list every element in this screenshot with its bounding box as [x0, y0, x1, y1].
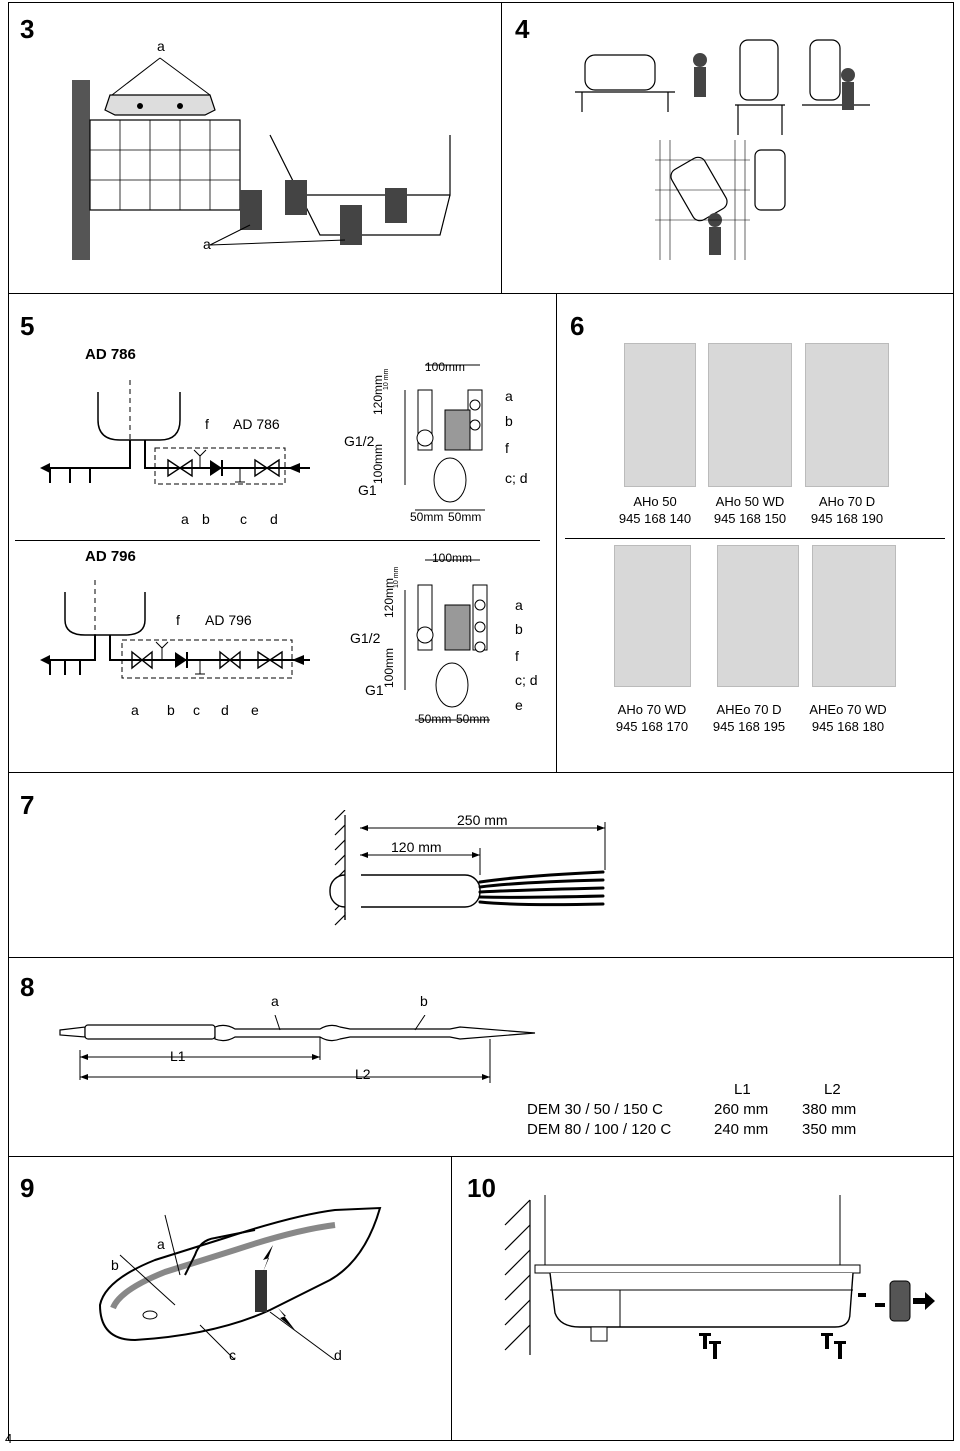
ad786-valve-drawing: [404, 364, 485, 511]
ad786-part-f: f: [505, 440, 509, 456]
panel-3-label-a-bottom: a: [203, 236, 211, 252]
panel-10: [451, 1156, 954, 1441]
panel-9-number: 9: [20, 1173, 35, 1203]
panel-6-number: 6: [570, 311, 585, 341]
ad796-inner-title: AD 796: [205, 612, 252, 628]
faucet-photo-4: [614, 545, 691, 687]
ad786-letter-b: b: [202, 511, 210, 527]
faucet-photo-6: [812, 545, 896, 687]
table-row-1-model: DEM 30 / 50 / 150 C: [527, 1101, 663, 1118]
ad796-dim-10: 10 mm: [393, 566, 400, 588]
ad786-dim-10: 10 mm: [383, 368, 390, 390]
ad786-dim-50-left: 50mm: [410, 510, 444, 524]
faucet-photo-2: [708, 343, 792, 487]
ad796-thread-g1: G1: [365, 682, 384, 698]
flange-label-d: d: [334, 1347, 342, 1363]
faucet-photo-5: [717, 545, 799, 687]
ad786-part-a: a: [505, 388, 513, 404]
cable-dim-120: 120 mm: [391, 839, 442, 855]
ad796-dim-50-left: 50mm: [418, 712, 452, 726]
bracket-mounting-drawing: [72, 57, 451, 260]
ad796-letter-f: f: [176, 612, 180, 628]
table-row-2-l2: 350 mm: [802, 1121, 857, 1138]
ad786-dim-50-right: 50mm: [448, 510, 482, 524]
heating-element-drawing: [59, 1015, 536, 1083]
panel-3-label-a-top: a: [157, 38, 165, 54]
flange-label-c: c: [229, 1347, 236, 1363]
ad796-part-f: f: [515, 648, 519, 664]
element-length-table: L1 L2 DEM 30 / 50 / 150 C 260 mm 380 mm …: [520, 1080, 880, 1140]
ad796-part-cd: c; d: [515, 672, 538, 688]
ad796-schematic: [40, 580, 310, 679]
ad786-schematic: [40, 380, 310, 485]
ad796-letter-a: a: [131, 702, 139, 718]
faucet-photo-1: [624, 343, 696, 487]
ad786-dim-100-side: 100mm: [371, 443, 385, 484]
table-row-2-model: DEM 80 / 100 / 120 C: [527, 1121, 672, 1138]
ad786-title: AD 786: [85, 346, 136, 363]
ad796-part-b: b: [515, 621, 523, 637]
table-header-l1: L1: [734, 1081, 751, 1098]
ad786-letter-f: f: [205, 416, 209, 432]
panel-4-number: 4: [515, 14, 530, 44]
panel-7-number: 7: [20, 790, 35, 820]
table-row-2-l1: 240 mm: [714, 1121, 769, 1138]
ad796-letter-c: c: [193, 702, 200, 718]
ad796-letter-b: b: [167, 702, 175, 718]
cable-strip-drawing: [329, 810, 606, 926]
cable-dim-250: 250 mm: [457, 812, 508, 828]
ad796-dim-100-side: 100mm: [382, 647, 396, 688]
page-number: 4: [5, 1431, 13, 1446]
element-dim-l1: L1: [170, 1048, 186, 1064]
ad796-title: AD 796: [85, 548, 136, 565]
ad796-letter-d: d: [221, 702, 229, 718]
ad796-dim-50-right: 50mm: [456, 712, 490, 726]
table-row-1-l2: 380 mm: [802, 1101, 857, 1118]
table-header-l2: L2: [824, 1081, 841, 1098]
ad796-part-a: a: [515, 597, 523, 613]
ad786-part-b: b: [505, 413, 513, 429]
panel-6-divider: [565, 538, 945, 539]
element-dim-l2: L2: [355, 1066, 371, 1082]
panel-8-number: 8: [20, 972, 35, 1002]
flange-label-a: a: [157, 1236, 165, 1252]
panel-10-number: 10: [467, 1173, 496, 1203]
ad786-thread-g1: G1: [358, 482, 377, 498]
ad796-valve-drawing: [404, 559, 490, 721]
element-label-b: b: [420, 993, 428, 1009]
panel-3-number: 3: [20, 14, 35, 44]
heater-bottom-drawing: [504, 1195, 935, 1359]
panel-5-divider: [15, 540, 540, 541]
element-label-a: a: [271, 993, 279, 1009]
ad786-part-cd: c; d: [505, 470, 528, 486]
ad786-letter-d: d: [270, 511, 278, 527]
ad796-thread-g12: G1/2: [350, 630, 381, 646]
ad786-inner-title: AD 786: [233, 416, 280, 432]
table-row-1-l1: 260 mm: [714, 1101, 769, 1118]
ad796-part-e: e: [515, 697, 523, 713]
heater-installation-drawing: [575, 39, 870, 260]
flange-label-b: b: [111, 1257, 119, 1273]
ad786-letter-c: c: [240, 511, 247, 527]
faucet-photo-3: [805, 343, 889, 487]
ad786-letter-a: a: [181, 511, 189, 527]
panel-5-number: 5: [20, 311, 35, 341]
ad786-thread-g12: G1/2: [344, 433, 375, 449]
ad796-letter-e: e: [251, 702, 259, 718]
ad786-dim-100-top: 100mm: [425, 360, 466, 374]
flange-section-drawing: [98, 1206, 382, 1360]
ad796-dim-100-top: 100mm: [432, 551, 473, 565]
